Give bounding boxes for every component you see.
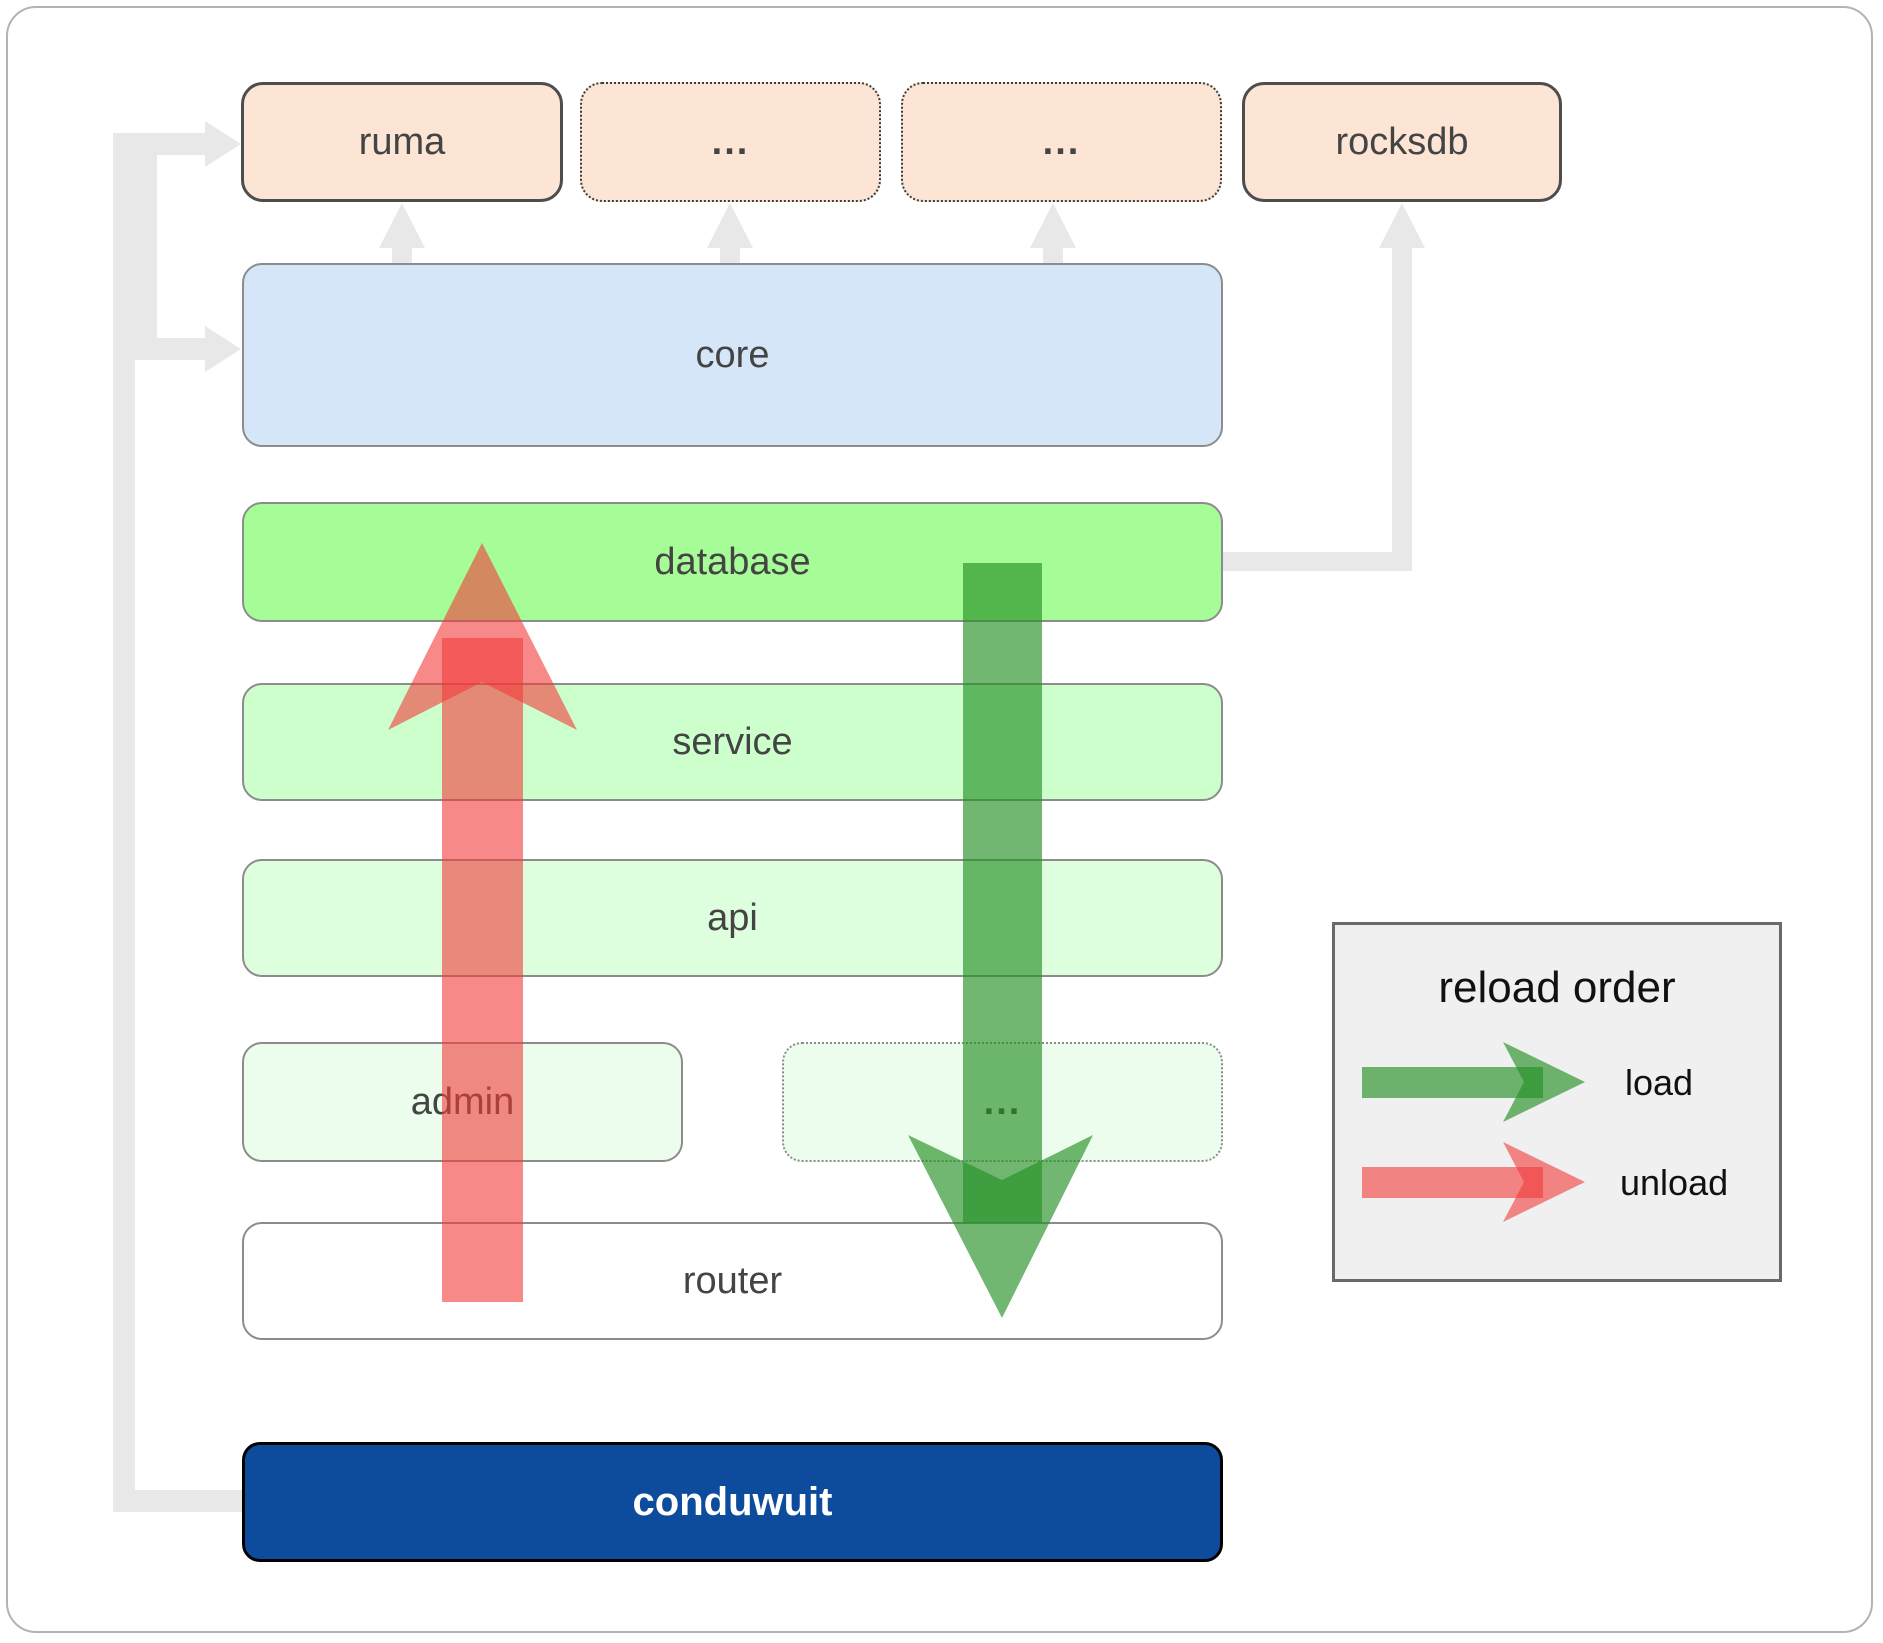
legend-box: reload order bbox=[1332, 922, 1782, 1282]
node-rocksdb-label: rocksdb bbox=[1335, 120, 1469, 163]
node-ellipsis-top-1-label: ... bbox=[711, 120, 750, 163]
node-router: router bbox=[242, 1222, 1223, 1340]
legend-title: reload order bbox=[1438, 963, 1676, 1012]
node-ellipsis-top-2: ... bbox=[901, 82, 1222, 202]
legend-load-label: load bbox=[1625, 1062, 1694, 1103]
node-api: api bbox=[242, 859, 1223, 977]
node-admin: admin bbox=[242, 1042, 683, 1162]
node-service-label: service bbox=[672, 720, 793, 763]
node-ellipsis-mid-label: ... bbox=[983, 1080, 1022, 1123]
node-ellipsis-top-1: ... bbox=[580, 82, 881, 202]
node-ruma: ruma bbox=[241, 82, 563, 202]
node-conduwuit-label: conduwuit bbox=[632, 1479, 833, 1524]
diagram-frame bbox=[6, 6, 1873, 1633]
node-core-label: core bbox=[695, 333, 770, 376]
node-conduwuit: conduwuit bbox=[242, 1442, 1223, 1562]
node-core: core bbox=[242, 263, 1223, 447]
node-database-label: database bbox=[654, 540, 811, 583]
node-ruma-label: ruma bbox=[358, 120, 446, 163]
node-rocksdb: rocksdb bbox=[1242, 82, 1562, 202]
node-database: database bbox=[242, 502, 1223, 622]
node-api-label: api bbox=[707, 896, 758, 939]
node-router-label: router bbox=[682, 1259, 783, 1302]
node-service: service bbox=[242, 683, 1223, 801]
node-admin-label: admin bbox=[410, 1080, 515, 1123]
node-ellipsis-mid: ... bbox=[782, 1042, 1223, 1162]
node-ellipsis-top-2-label: ... bbox=[1042, 120, 1081, 163]
legend-unload-label: unload bbox=[1620, 1162, 1729, 1203]
